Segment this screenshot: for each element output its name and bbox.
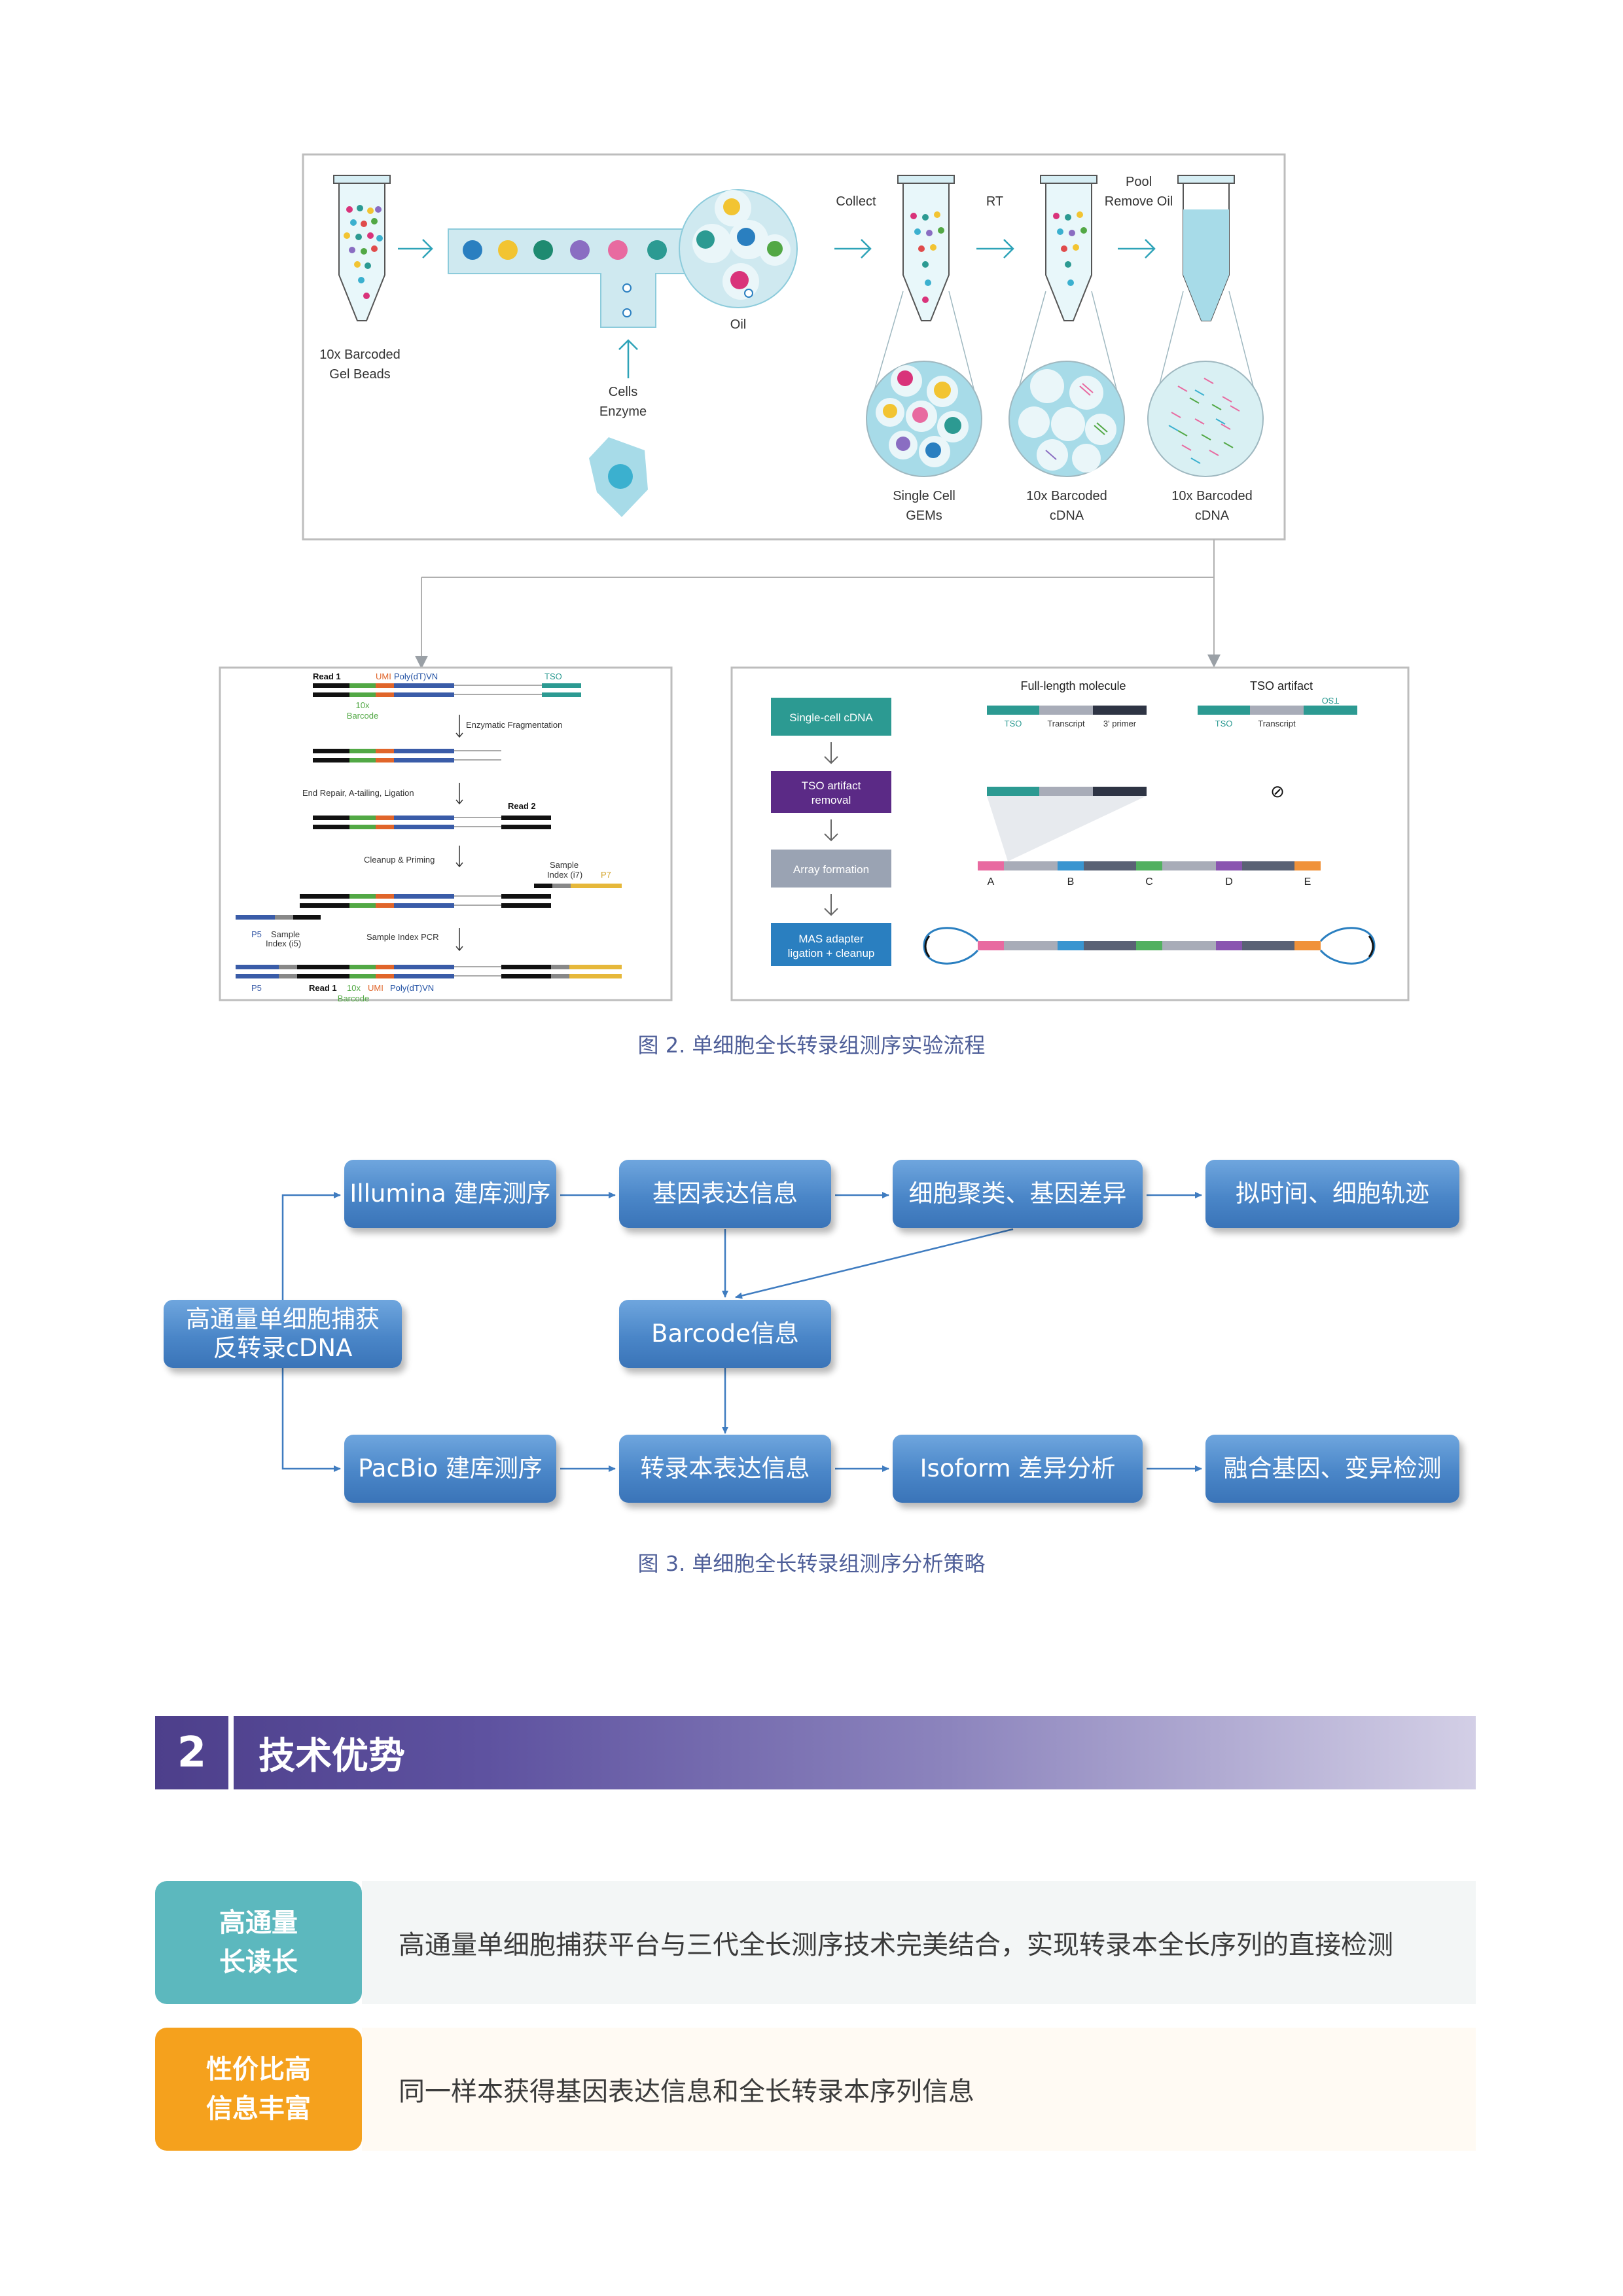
start-node: 高通量单细胞捕获反转录cDNA [164, 1300, 402, 1368]
clustering-node: 细胞聚类、基因差异 [893, 1160, 1143, 1228]
svg-text:Barcode: Barcode [347, 711, 378, 721]
svg-text:UMI: UMI [376, 672, 391, 681]
figure2-caption: 图 2. 单细胞全长转录组测序实验流程 [637, 1033, 986, 1058]
isoform-node: Isoform 差异分析 [893, 1435, 1143, 1503]
cdna-zoom-icon [1008, 361, 1125, 477]
barcode-node: Barcode信息 [619, 1300, 831, 1368]
collect-label: Collect [836, 194, 876, 209]
svg-text:Index (i7): Index (i7) [547, 870, 582, 880]
illumina-node: Illumina 建库测序 [344, 1160, 556, 1228]
gel-beads-label-2: Gel Beads [329, 367, 390, 382]
library-panel-frame [219, 666, 673, 1001]
segment-letter: A [988, 876, 995, 888]
pacbio-node: PacBio 建库测序 [344, 1435, 556, 1503]
cdna2-label-2: cDNA [1195, 509, 1230, 523]
gems-label-2: GEMs [906, 509, 942, 523]
svg-text:Enzymatic Fragmentation: Enzymatic Fragmentation [466, 720, 562, 730]
section-title: 技术优势 [259, 1734, 405, 1778]
feature-2-label-line2: 信息丰富 [206, 2094, 311, 2124]
svg-text:Barcode: Barcode [338, 994, 369, 1003]
svg-text:10x: 10x [347, 983, 361, 993]
rt-label: RT [986, 194, 1003, 209]
feature-1-label-line1: 高通量 [219, 1908, 298, 1938]
fusion-node: 融合基因、变异检测 [1205, 1435, 1459, 1503]
flow-label: ligation + cleanup [788, 947, 875, 960]
svg-text:Sample: Sample [550, 860, 579, 870]
gems-tube-icon [897, 175, 955, 321]
pooled-cdna-zoom-icon [1147, 361, 1264, 477]
feature-row-2-text: 同一样本获得基因表达信息和全长转录本序列信息 [362, 2028, 1476, 2151]
svg-text:Read 2: Read 2 [508, 801, 536, 811]
svg-text:TSO: TSO [1322, 696, 1340, 706]
cells-label-2: Enzyme [599, 404, 647, 419]
library-construction-diagram: Read 1 UMI Poly(dT)VN TSO 10x Barcode En… [236, 672, 622, 1003]
pooled-tube-icon [1177, 175, 1235, 321]
svg-text:End Repair, A-tailing, Ligatio: End Repair, A-tailing, Ligation [302, 788, 414, 798]
section-number: 2 [177, 1729, 207, 1777]
svg-text:TSO: TSO [1215, 719, 1233, 728]
svg-text:P5: P5 [251, 929, 262, 939]
oil-label: Oil [730, 317, 746, 332]
segment-letter: D [1225, 876, 1233, 888]
pool-label: Pool [1126, 175, 1152, 189]
flow-label: Single-cell cDNA [789, 711, 873, 724]
gems-zoom-icon [866, 361, 982, 477]
svg-text:P7: P7 [601, 870, 611, 880]
feature-row-1-label: 高通量 长读长 [155, 1881, 362, 2004]
figure3-caption: 图 3. 单细胞全长转录组测序分析策略 [637, 1551, 986, 1576]
svg-text:UMI: UMI [368, 983, 383, 993]
figure3-connectors [281, 1192, 1202, 1472]
remove-oil-label: Remove Oil [1105, 194, 1173, 209]
segment-letter: C [1145, 876, 1153, 888]
svg-text:⊘: ⊘ [1270, 781, 1285, 801]
feature-row-1-text: 高通量单细胞捕获平台与三代全长测序技术完美结合，实现转录本全长序列的直接检测 [362, 1881, 1476, 2004]
svg-text:Cleanup & Priming: Cleanup & Priming [364, 855, 435, 865]
segment-letter: E [1304, 876, 1311, 888]
cdna1-label-2: cDNA [1050, 509, 1084, 523]
svg-text:Transcript: Transcript [1047, 719, 1085, 728]
flow-label: MAS adapter [798, 933, 864, 945]
mas-seq-flow: Single-cell cDNA TSO artifact removal Ar… [771, 698, 891, 966]
flow-label: removal [812, 794, 851, 806]
svg-text:Full-length molecule: Full-length molecule [1020, 679, 1126, 692]
flow-label: TSO artifact [802, 780, 861, 792]
svg-text:Transcript: Transcript [1258, 719, 1296, 728]
svg-text:TSO: TSO [544, 672, 562, 681]
feature-row-2-label: 性价比高 信息丰富 [155, 2028, 362, 2151]
cdna1-label-1: 10x Barcoded [1026, 489, 1107, 503]
cdna2-label-1: 10x Barcoded [1171, 489, 1252, 503]
svg-text:Sample Index PCR: Sample Index PCR [366, 932, 439, 942]
svg-text:10x: 10x [356, 700, 370, 710]
svg-text:3' primer: 3' primer [1103, 719, 1137, 728]
flow-label: Array formation [793, 863, 869, 876]
svg-text:TSO artifact: TSO artifact [1250, 679, 1313, 692]
transcript-expression-node: 转录本表达信息 [619, 1435, 831, 1503]
cdna-tube-icon [1040, 175, 1097, 321]
start-node-line1: 高通量单细胞捕获 [186, 1305, 380, 1333]
gene-expression-node: 基因表达信息 [619, 1160, 831, 1228]
gel-beads-tube-icon [333, 175, 391, 321]
segment-letter: B [1067, 876, 1075, 888]
gems-label-1: Single Cell [893, 489, 955, 503]
svg-text:TSO: TSO [1005, 719, 1022, 728]
figure2-diagram: 10x Barcoded Gel Beads Oil Cells Enzyme … [219, 153, 1410, 1003]
svg-text:Poly(dT)VN: Poly(dT)VN [390, 983, 434, 993]
svg-text:P5: P5 [251, 983, 262, 993]
gel-beads-label-1: 10x Barcoded [319, 348, 400, 362]
cells-label-1: Cells [609, 385, 637, 399]
mas-seq-molecules: Full-length molecule TSO artifact TSO Tr… [923, 679, 1376, 965]
pseudotime-node: 拟时间、细胞轨迹 [1205, 1160, 1459, 1228]
microfluidic-channel [448, 189, 798, 328]
top-panel-frame [302, 153, 1286, 541]
feature-2-label-line1: 性价比高 [206, 2054, 311, 2085]
section-divider [228, 1716, 234, 1789]
svg-text:Sample: Sample [271, 929, 300, 939]
svg-text:Poly(dT)VN: Poly(dT)VN [394, 672, 438, 681]
svg-text:Index (i5): Index (i5) [266, 939, 301, 948]
section-header-bar [155, 1716, 1476, 1789]
feature-1-label-line2: 长读长 [219, 1947, 298, 1977]
svg-text:Read 1: Read 1 [313, 672, 341, 681]
start-node-line2: 反转录cDNA [213, 1334, 353, 1362]
svg-text:Read 1: Read 1 [309, 983, 337, 993]
